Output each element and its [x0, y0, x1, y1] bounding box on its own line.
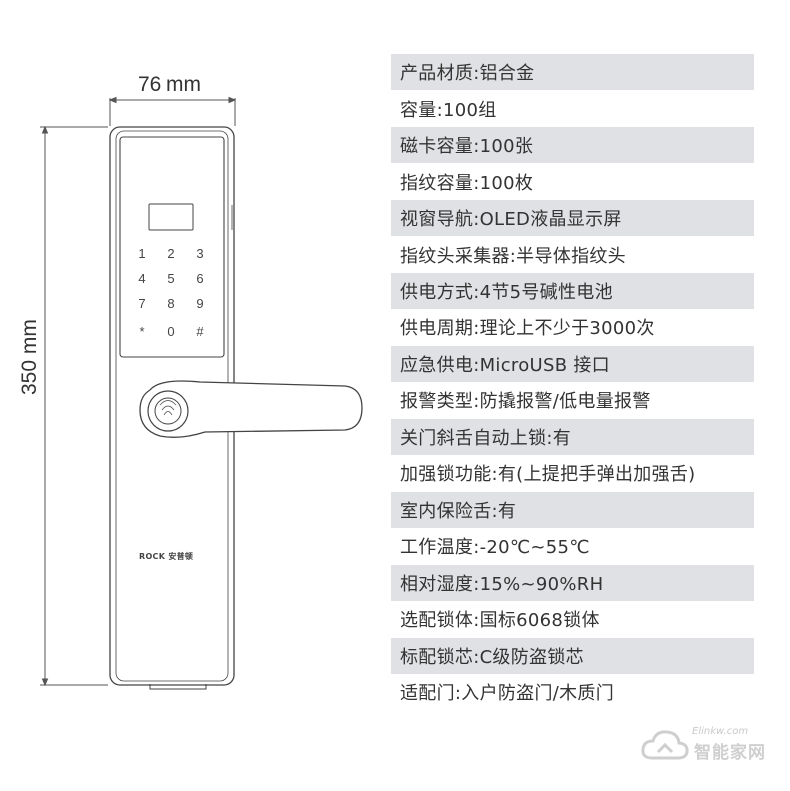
- spec-row: 适配门:入户防盗门/木质门: [400, 683, 615, 705]
- spec-row: 供电方式:4节5号碱性电池: [391, 272, 754, 310]
- spec-row: 报警类型:防撬报警/低电量报警: [400, 391, 651, 413]
- spec-row: 关门斜舌自动上锁:有: [391, 418, 754, 456]
- height-dimension: [40, 125, 108, 687]
- brand-logo: ROCK 安普顿: [139, 551, 193, 561]
- spec-row: 视窗导航:OLED液晶显示屏: [391, 199, 754, 237]
- spec-row: 标配锁芯:C级防盗锁芯: [391, 637, 754, 674]
- handle: [139, 380, 363, 438]
- spec-row: 相对湿度:15%~90%RH: [391, 564, 754, 601]
- width-dimension: [108, 96, 237, 126]
- watermark-name: 智能家网: [694, 743, 766, 763]
- spec-row: 加强锁功能:有(上提把手弹出加强舌): [400, 464, 696, 486]
- key-0: 0: [167, 324, 174, 339]
- height-label: 350 mm: [18, 319, 41, 395]
- spec-row: 磁卡容量:100张: [391, 126, 754, 164]
- key-8: 8: [167, 296, 174, 311]
- key-2: 2: [167, 246, 174, 261]
- lock-line-drawing: 76 mm 350 mm 1 2 3 4 5 6 7 8 9 * 0 #: [18, 73, 363, 690]
- spec-row: 容量:100组: [400, 99, 497, 121]
- key-5: 5: [167, 271, 174, 286]
- spec-table: 产品材质:铝合金容量:100组磁卡容量:100张指纹容量:100枚视窗导航:OL…: [391, 54, 754, 710]
- width-value: 76: [138, 73, 161, 96]
- width-unit: mm: [166, 73, 201, 96]
- spec-row: 室内保险舌:有: [391, 491, 754, 528]
- key-4: 4: [138, 271, 145, 286]
- cloud-icon: [641, 730, 689, 760]
- spec-row: 工作温度:-20℃~55℃: [400, 537, 590, 559]
- spec-row: 选配锁体:国标6068锁体: [400, 610, 600, 632]
- watermark-url: Elinkw.com: [692, 726, 749, 737]
- spec-row: 指纹头采集器:半导体指纹头: [400, 245, 626, 267]
- key-6: 6: [196, 271, 203, 286]
- key-hash: #: [196, 324, 204, 339]
- spec-row: 供电周期:理论上不少于3000次: [400, 318, 655, 340]
- spec-row: 产品材质:铝合金: [391, 54, 754, 91]
- key-3: 3: [196, 246, 203, 261]
- watermark: Elinkw.com 智能家网: [640, 722, 780, 772]
- spec-row: 应急供电:MicroUSB 接口: [391, 345, 754, 383]
- keypad: 1 2 3 4 5 6 7 8 9 * 0 #: [138, 246, 204, 339]
- key-7: 7: [138, 296, 145, 311]
- key-1: 1: [138, 246, 145, 261]
- key-star: *: [139, 324, 144, 339]
- spec-row: 指纹容量:100枚: [400, 172, 534, 194]
- key-9: 9: [196, 296, 203, 311]
